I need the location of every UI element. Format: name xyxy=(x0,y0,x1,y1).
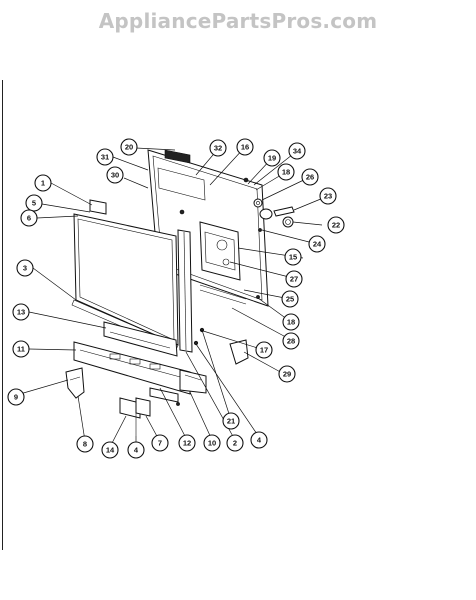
svg-text:26: 26 xyxy=(306,173,314,182)
callout-4-right: 4 xyxy=(250,431,268,449)
svg-text:4: 4 xyxy=(257,436,262,445)
callout-27: 27 xyxy=(285,270,303,288)
callout-6: 6 xyxy=(20,209,38,227)
svg-text:23: 23 xyxy=(324,192,332,201)
callout-15: 15 xyxy=(284,248,302,266)
callout-25: 25 xyxy=(281,290,299,308)
callout-23: 23 xyxy=(319,187,337,205)
callout-21: 21 xyxy=(222,412,240,430)
svg-text:17: 17 xyxy=(260,346,268,355)
svg-text:18: 18 xyxy=(282,168,290,177)
svg-text:13: 13 xyxy=(17,308,25,317)
svg-text:21: 21 xyxy=(227,417,235,426)
svg-text:30: 30 xyxy=(111,171,119,180)
svg-text:5: 5 xyxy=(32,199,36,208)
svg-text:15: 15 xyxy=(289,253,297,262)
callout-29: 29 xyxy=(278,365,296,383)
svg-text:12: 12 xyxy=(183,439,191,448)
svg-text:25: 25 xyxy=(286,295,294,304)
watermark: AppliancePartsPros.com xyxy=(98,9,378,33)
svg-text:31: 31 xyxy=(101,153,109,162)
svg-text:4: 4 xyxy=(134,446,139,455)
callout-20: 20 xyxy=(120,138,138,156)
svg-text:2: 2 xyxy=(233,439,237,448)
svg-text:29: 29 xyxy=(283,370,291,379)
svg-text:16: 16 xyxy=(241,143,249,152)
callout-28: 28 xyxy=(282,332,300,350)
svg-text:19: 19 xyxy=(268,154,276,163)
hardware xyxy=(135,198,295,436)
callout-5: 5 xyxy=(25,194,43,212)
svg-text:32: 32 xyxy=(214,144,222,153)
svg-text:34: 34 xyxy=(293,147,302,156)
svg-text:9: 9 xyxy=(14,393,18,402)
svg-text:24: 24 xyxy=(313,240,322,249)
svg-text:1: 1 xyxy=(41,179,45,188)
svg-text:3: 3 xyxy=(23,264,27,273)
callout-18-lower: 18 xyxy=(282,313,300,331)
callout-14: 14 xyxy=(101,441,119,459)
callout-34: 34 xyxy=(288,142,306,160)
svg-text:22: 22 xyxy=(332,221,340,230)
svg-text:6: 6 xyxy=(27,214,31,223)
callout-12: 12 xyxy=(178,434,196,452)
callout-2: 2 xyxy=(226,434,244,452)
callout-4-left: 4 xyxy=(127,441,145,459)
callout-7: 7 xyxy=(151,434,169,452)
callout-30: 30 xyxy=(106,166,124,184)
callout-8: 8 xyxy=(76,435,94,453)
svg-text:28: 28 xyxy=(287,337,295,346)
callout-26: 26 xyxy=(301,168,319,186)
callout-1: 1 xyxy=(34,174,52,192)
svg-text:20: 20 xyxy=(125,143,133,152)
callout-19: 19 xyxy=(263,149,281,167)
callout-16: 16 xyxy=(236,138,254,156)
svg-text:27: 27 xyxy=(290,275,298,284)
svg-text:7: 7 xyxy=(158,439,162,448)
callout-22: 22 xyxy=(327,216,345,234)
left-border-line xyxy=(2,80,3,550)
svg-text:11: 11 xyxy=(17,345,25,354)
callout-31: 31 xyxy=(96,148,114,166)
callout-10: 10 xyxy=(203,434,221,452)
callout-17: 17 xyxy=(255,341,273,359)
callout-32: 32 xyxy=(209,139,227,157)
inner-door-panel xyxy=(147,149,269,353)
callout-3: 3 xyxy=(16,259,34,277)
callout-9: 9 xyxy=(7,388,25,406)
svg-text:8: 8 xyxy=(83,440,87,449)
callout-18-top: 18 xyxy=(277,163,295,181)
callout-13: 13 xyxy=(12,303,30,321)
side-bracket xyxy=(65,367,85,399)
callout-11: 11 xyxy=(12,340,30,358)
outer-door-panel xyxy=(71,199,179,351)
svg-text:14: 14 xyxy=(106,446,115,455)
callout-24: 24 xyxy=(308,235,326,253)
svg-text:18: 18 xyxy=(287,318,295,327)
svg-text:10: 10 xyxy=(208,439,216,448)
